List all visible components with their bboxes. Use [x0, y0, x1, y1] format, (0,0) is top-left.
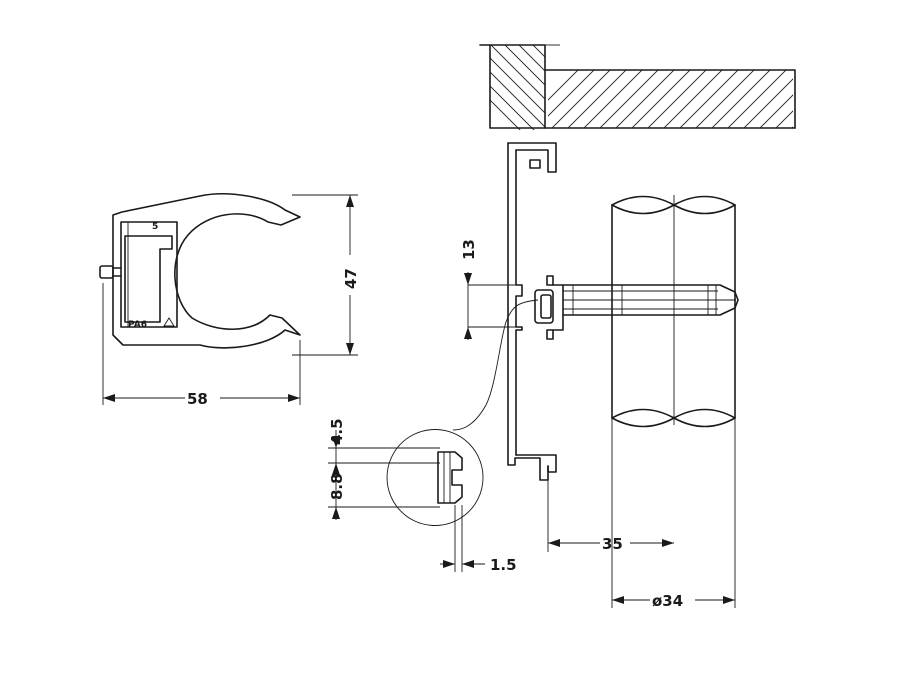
dim-rod-diameter: ø34	[652, 592, 683, 610]
dimension-1-5: 1.5	[440, 505, 517, 574]
ceiling-block-hatch	[490, 45, 545, 130]
ceiling-shelf	[479, 44, 796, 130]
dim-slot-height: 13	[460, 239, 478, 260]
hanging-rod	[611, 195, 736, 428]
aluminium-profile	[507, 142, 557, 481]
dim-groove-height: 8.8	[328, 473, 346, 500]
material-mark: PA6	[128, 320, 147, 330]
clip-front-view: 5 PA6	[99, 193, 301, 349]
dim-clip-height: 47	[342, 268, 360, 289]
dimension-58: 58	[102, 283, 301, 408]
dimension-rod-diameter: ø34	[611, 418, 736, 610]
dimension-47: 47	[292, 194, 360, 356]
dim-clip-width: 58	[187, 390, 208, 408]
recycle-triangle-icon	[163, 317, 175, 327]
dim-groove-top: 4.5	[328, 418, 346, 445]
shelf-board-hatch	[548, 70, 793, 128]
mold-number-mark: 5	[152, 222, 158, 232]
detail-callout	[386, 299, 539, 526]
dimension-13: 13	[460, 239, 518, 340]
dimension-4-5-8-8: 4.5 8.8	[328, 418, 440, 520]
dim-lip-thickness: 1.5	[490, 556, 517, 574]
clip-side-view	[534, 275, 739, 340]
dimension-35: 35	[547, 470, 674, 553]
